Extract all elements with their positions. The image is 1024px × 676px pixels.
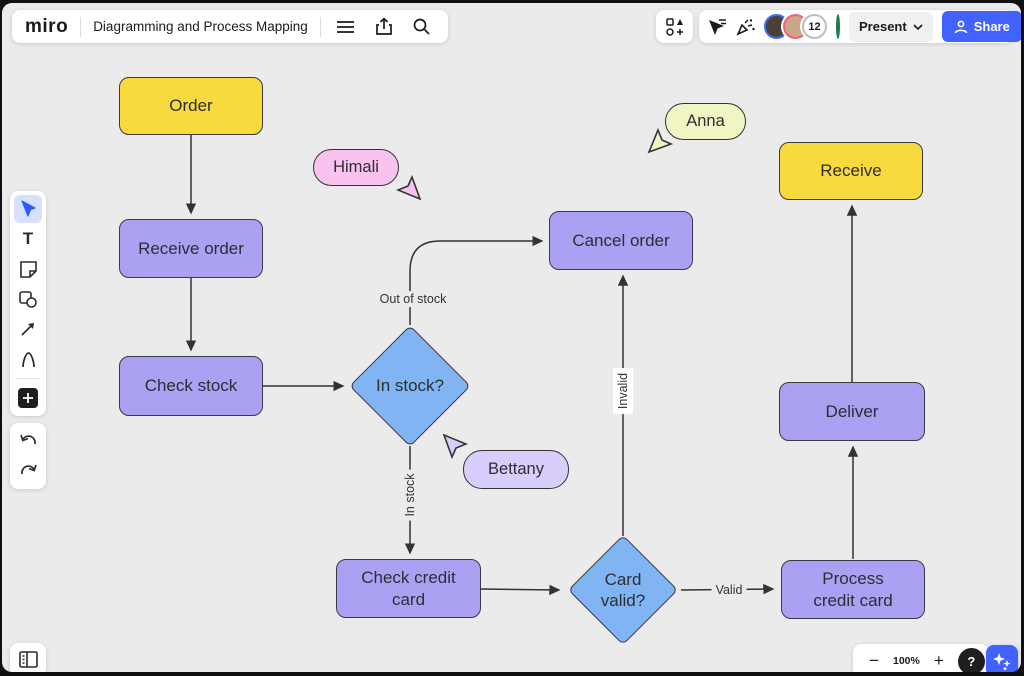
share-button[interactable]: Share bbox=[941, 11, 1021, 42]
main-menu-button[interactable] bbox=[333, 14, 359, 40]
present-label: Present bbox=[859, 19, 907, 34]
plus-icon bbox=[18, 388, 38, 408]
undo-redo-toolbar bbox=[10, 423, 46, 489]
help-button[interactable]: ? bbox=[957, 647, 985, 672]
miro-board-canvas[interactable]: Order Receive order Check stock Cancel o… bbox=[2, 3, 1021, 672]
node-label: Check stock bbox=[144, 376, 238, 396]
divider bbox=[80, 16, 82, 37]
ai-assistant-button[interactable] bbox=[986, 645, 1018, 672]
undo-button[interactable] bbox=[14, 427, 42, 455]
follow-cursor-icon bbox=[709, 18, 726, 35]
header-right-panel: 12 Present Share bbox=[699, 10, 1021, 43]
undo-icon bbox=[19, 434, 36, 445]
select-cursor-icon bbox=[21, 200, 36, 217]
pen-icon bbox=[21, 351, 35, 367]
text-tool[interactable]: T bbox=[14, 225, 42, 253]
follow-presenter-button[interactable] bbox=[707, 14, 727, 40]
avatar-current-user[interactable] bbox=[836, 14, 840, 39]
redo-icon bbox=[20, 464, 37, 475]
export-icon bbox=[375, 18, 392, 35]
select-tool[interactable] bbox=[14, 195, 42, 223]
node-label: Check credit card bbox=[361, 568, 456, 609]
cursor-label-anna: Anna bbox=[665, 103, 746, 140]
node-label: Deliver bbox=[825, 401, 879, 421]
apps-icon bbox=[665, 17, 683, 36]
present-button[interactable]: Present bbox=[849, 11, 933, 42]
node-label: Cancel order bbox=[572, 230, 670, 250]
board-title[interactable]: Diagramming and Process Mapping bbox=[93, 19, 308, 34]
hamburger-icon bbox=[337, 20, 355, 33]
cursor-pointer-anna bbox=[647, 128, 673, 154]
zoom-controls: − 100% + ? bbox=[853, 644, 989, 672]
edge-label-out-of-stock[interactable]: Out of stock bbox=[375, 291, 451, 307]
zoom-out-button[interactable]: − bbox=[869, 651, 879, 670]
cursor-pointer-himali bbox=[396, 175, 422, 201]
reactions-button[interactable] bbox=[736, 14, 755, 40]
node-label: Order bbox=[169, 96, 213, 116]
sticky-note-tool[interactable] bbox=[14, 255, 42, 283]
confetti-icon bbox=[736, 19, 755, 36]
shapes-tool[interactable] bbox=[14, 285, 42, 313]
participants-count-badge: 12 bbox=[802, 14, 827, 39]
flow-node-receive-order[interactable]: Receive order bbox=[119, 219, 263, 278]
frames-button[interactable] bbox=[10, 643, 46, 672]
more-tools-button[interactable] bbox=[14, 384, 42, 412]
search-button[interactable] bbox=[409, 14, 435, 40]
text-tool-icon: T bbox=[22, 229, 34, 248]
creation-toolbar: T bbox=[10, 191, 46, 416]
flow-node-check-credit-card[interactable]: Check credit card bbox=[336, 559, 481, 618]
flow-node-deliver[interactable]: Deliver bbox=[779, 382, 925, 441]
header-left-panel: miro Diagramming and Process Mapping bbox=[12, 10, 448, 43]
search-icon bbox=[413, 18, 430, 35]
arrow-connector-icon bbox=[21, 323, 34, 336]
export-button[interactable] bbox=[371, 14, 397, 40]
flow-node-cancel-order[interactable]: Cancel order bbox=[549, 211, 693, 270]
chevron-down-icon bbox=[913, 23, 923, 30]
sparkles-icon bbox=[993, 653, 1011, 671]
redo-button[interactable] bbox=[14, 457, 42, 485]
participants-avatar-stack[interactable]: 12 bbox=[764, 14, 827, 39]
edge-label-valid[interactable]: Valid bbox=[711, 582, 747, 598]
pen-tool[interactable] bbox=[14, 345, 42, 373]
node-label: Process credit card bbox=[813, 569, 893, 610]
person-icon bbox=[954, 20, 968, 33]
edge-label-invalid[interactable]: Invalid bbox=[613, 367, 633, 415]
divider bbox=[16, 378, 40, 379]
frames-panel-icon bbox=[18, 651, 38, 668]
cursor-label-bettany: Bettany bbox=[463, 450, 569, 489]
flow-node-receive[interactable]: Receive bbox=[779, 142, 923, 200]
divider bbox=[319, 16, 321, 37]
zoom-level[interactable]: 100% bbox=[893, 655, 920, 667]
shapes-icon bbox=[19, 290, 37, 308]
flow-node-check-stock[interactable]: Check stock bbox=[119, 356, 263, 416]
connector-tool[interactable] bbox=[14, 315, 42, 343]
sticky-note-icon bbox=[19, 260, 37, 278]
miro-logo[interactable]: miro bbox=[25, 15, 69, 37]
flow-node-order[interactable]: Order bbox=[119, 77, 263, 135]
flow-node-process-credit-card[interactable]: Process credit card bbox=[781, 560, 925, 619]
zoom-in-button[interactable]: + bbox=[933, 651, 944, 670]
apps-button[interactable] bbox=[656, 10, 693, 43]
cursor-pointer-bettany bbox=[442, 433, 468, 459]
share-label: Share bbox=[973, 19, 1010, 34]
cursor-label-himali: Himali bbox=[313, 149, 399, 186]
edge-label-in-stock[interactable]: In stock bbox=[402, 469, 418, 521]
node-label: Receive order bbox=[138, 238, 244, 258]
node-label: Receive bbox=[820, 161, 882, 181]
